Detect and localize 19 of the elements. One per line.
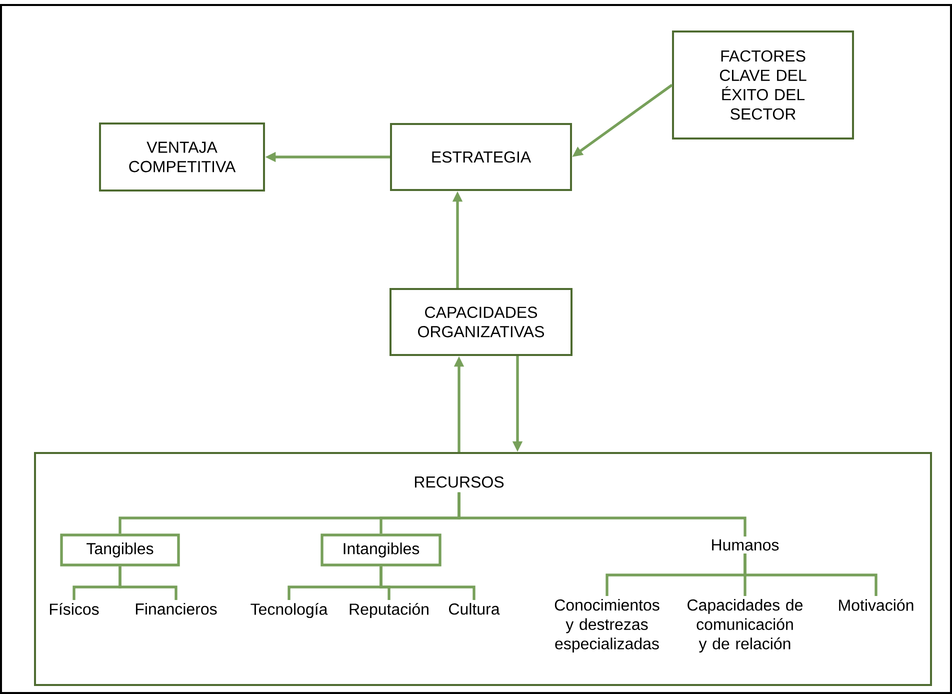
item-label: Cultura	[449, 602, 500, 615]
item-label: Humanos	[712, 539, 779, 551]
connector-line	[744, 554, 878, 596]
process-box: VENTAJA COMPETITIVA	[99, 122, 265, 192]
connector-line	[380, 566, 476, 600]
process-box: FACTORES CLAVE DEL ÉXITO DEL SECTOR	[672, 30, 854, 140]
category-box: Intangibles	[320, 534, 442, 566]
category-box: Tangibles	[60, 534, 180, 566]
connector-line	[118, 566, 178, 600]
process-box: ESTRATEGIA	[390, 123, 572, 191]
item-label: Financieros	[136, 602, 217, 615]
connector-line	[458, 492, 746, 536]
item-label: Conocimientos y destrezas especializadas	[554, 598, 660, 653]
item-label: Reputación	[350, 602, 428, 618]
item-label: Físicos	[50, 602, 99, 615]
item-label: Motivación	[839, 598, 914, 611]
item-label: Tecnología	[250, 602, 328, 618]
item-label: Capacidades de comunicación y de relación	[688, 598, 803, 653]
process-box: CAPACIDADES ORGANIZATIVAS	[390, 288, 572, 356]
